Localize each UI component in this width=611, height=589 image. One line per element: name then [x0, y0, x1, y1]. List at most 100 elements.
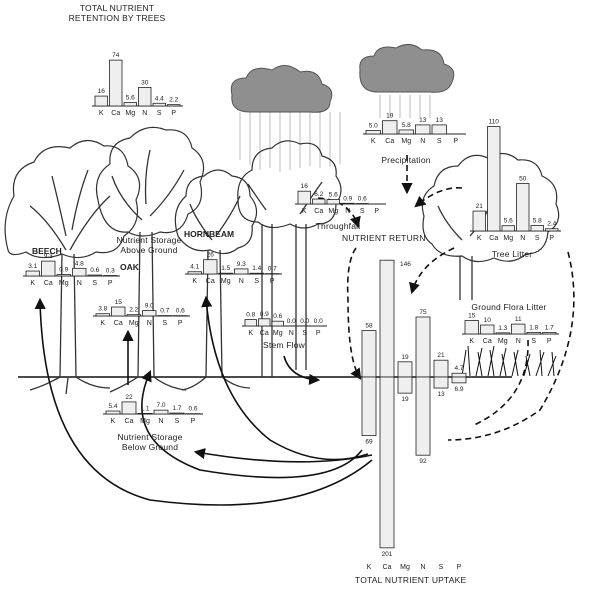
- value-label: 19: [386, 113, 394, 120]
- value-label: 13: [419, 117, 427, 124]
- central-axis-label: Mg: [400, 564, 410, 571]
- bar-N: [511, 323, 526, 335]
- bar-K: [365, 130, 381, 135]
- axis-label: S: [92, 280, 97, 287]
- axis-label: Ca: [385, 138, 394, 145]
- uptake-value-label: 19: [401, 396, 409, 403]
- return-bar-Mg: [397, 361, 413, 378]
- uptake-bar-Ca: [379, 376, 395, 549]
- axis-label: N: [158, 418, 163, 425]
- bar-S: [526, 331, 541, 335]
- value-label: 2.2: [169, 97, 178, 104]
- axis-label: Ca: [489, 235, 498, 242]
- value-label: 7.0: [156, 402, 165, 409]
- return-bar-Ca: [379, 259, 395, 378]
- value-label: 0.6: [188, 406, 197, 413]
- value-label: 22: [125, 394, 133, 401]
- axis-label: K: [99, 110, 104, 117]
- value-label: 0.6: [90, 267, 99, 274]
- axis-label: N: [520, 235, 525, 242]
- throughfall-arrow: [317, 197, 361, 229]
- panel-title: Below Ground: [122, 442, 178, 452]
- axis-label: S: [437, 138, 442, 145]
- axis-label: P: [453, 138, 458, 145]
- bar-Mg: [501, 225, 515, 232]
- uptake-bar-K: [361, 376, 377, 437]
- bar-K: [187, 271, 202, 275]
- bar-K: [297, 190, 311, 205]
- value-label: 11: [515, 316, 522, 323]
- value-label: 9.3: [237, 261, 246, 268]
- axis-label: Ca: [114, 320, 123, 327]
- axis-label: P: [178, 320, 183, 327]
- axis-label: S: [157, 110, 162, 117]
- bar-Ca: [111, 306, 126, 317]
- uptake-value-label: 201: [382, 551, 393, 558]
- ground-flora: [461, 345, 557, 377]
- bar-Ca: [382, 120, 398, 135]
- axis-label: K: [248, 330, 253, 337]
- panel-title: Nutrient Storage: [117, 432, 182, 442]
- value-label: 4.4: [155, 95, 164, 102]
- axis-label: Mg: [129, 320, 139, 327]
- axis-label: Mg: [328, 208, 338, 215]
- value-label: 13: [436, 117, 444, 124]
- bar-P: [167, 104, 181, 107]
- return-value-label: 19: [401, 354, 409, 361]
- uptake-bar-P: [451, 376, 467, 384]
- value-label: 5.4: [108, 403, 117, 410]
- value-label: 0.7: [268, 266, 277, 273]
- value-label: 3.1: [28, 263, 37, 270]
- value-label: 5.8: [533, 217, 542, 224]
- axis-label: P: [374, 208, 379, 215]
- central-chart: NUTRIENT RETURN TOTAL NUTRIENT UPTAKE 58…: [342, 233, 472, 585]
- value-label: 4.1: [190, 264, 199, 271]
- value-label: 0.0: [300, 318, 309, 325]
- axis-label: K: [192, 278, 197, 285]
- axis-label: P: [171, 110, 176, 117]
- bar-Ca: [121, 401, 137, 415]
- axis-label: N: [345, 208, 350, 215]
- value-label: 21: [476, 203, 484, 210]
- bar-Ca: [487, 126, 501, 232]
- value-label: 0.9: [343, 195, 352, 202]
- central-axis-label: P: [457, 564, 462, 571]
- return-value-label: 21: [437, 352, 445, 359]
- panel-title: TOTAL NUTRIENT: [80, 3, 154, 13]
- axis-label: Mg: [140, 418, 150, 425]
- value-label: 1.4: [252, 265, 261, 272]
- return-value-label: 58: [365, 323, 373, 330]
- uptake-value-label: 92: [419, 458, 427, 465]
- axis-label: Mg: [59, 280, 69, 287]
- axis-label: S: [531, 338, 536, 345]
- value-label: 0.0: [314, 318, 323, 325]
- value-label: 30: [141, 79, 149, 86]
- bar-Mg: [495, 332, 510, 335]
- bar-K: [94, 95, 108, 107]
- bar-Mg: [218, 272, 233, 275]
- value-label: 9.3: [44, 253, 53, 260]
- value-label: 74: [112, 52, 120, 59]
- bar-N: [415, 124, 431, 135]
- bar-Ca: [480, 324, 495, 335]
- value-label: 15: [468, 313, 476, 320]
- central-axis-label: N: [420, 564, 425, 571]
- value-label: 1.5: [221, 265, 230, 272]
- axis-label: N: [77, 280, 82, 287]
- axis-label: Ca: [111, 110, 120, 117]
- axis-label: S: [254, 278, 259, 285]
- bar-K: [25, 270, 40, 277]
- bar-N: [72, 267, 87, 277]
- axis-label: Ca: [314, 208, 323, 215]
- axis-label: Ca: [44, 280, 53, 287]
- value-label: 16: [301, 183, 309, 190]
- return-bar-P: [451, 372, 467, 378]
- return-bar-K: [361, 330, 377, 378]
- axis-label: K: [30, 280, 35, 287]
